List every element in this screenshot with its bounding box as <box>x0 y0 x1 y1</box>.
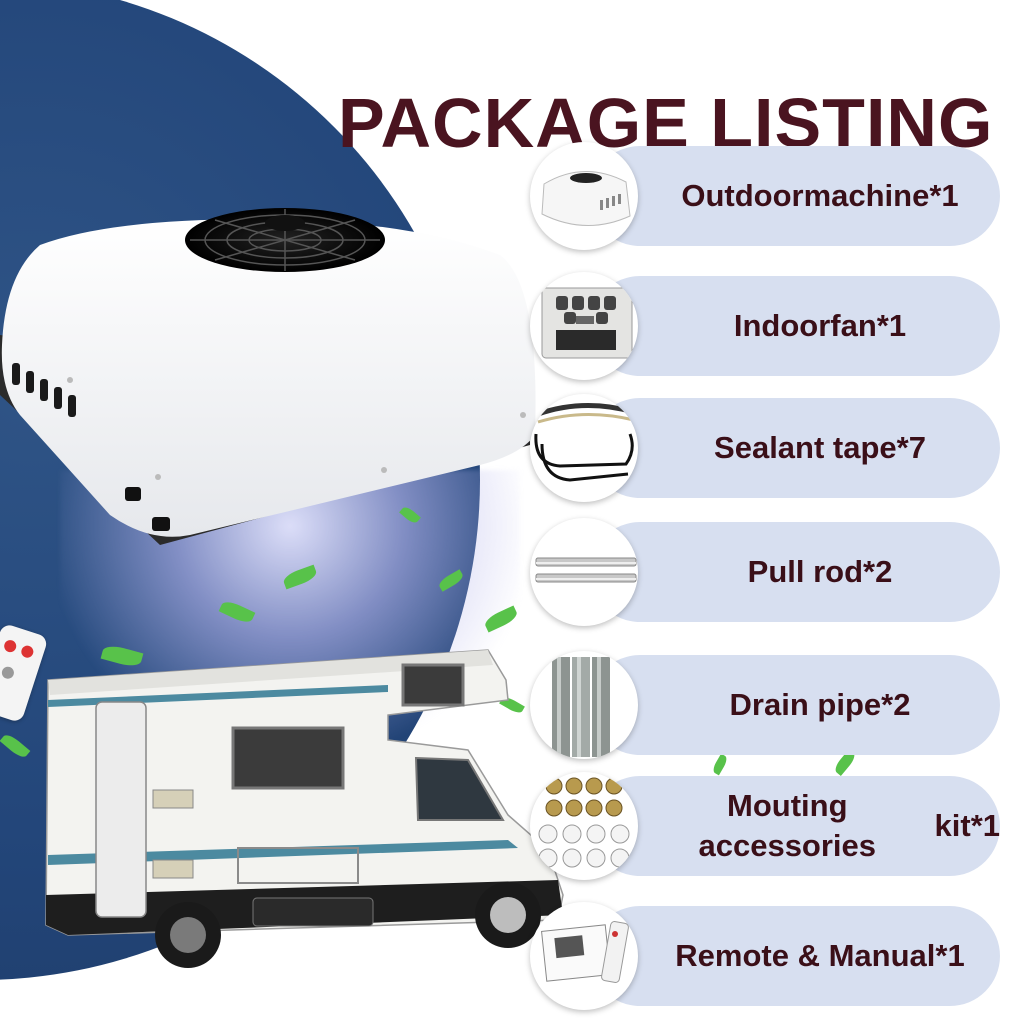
item-pill <box>590 522 1000 622</box>
item-label: Drain pipe*2 <box>729 687 911 722</box>
camper-van-image <box>45 649 564 968</box>
package-item-remote-manual: Remote & Manual*1 <box>530 902 1000 1010</box>
item-label-line-1: Mouting accessories <box>698 788 877 863</box>
item-label: Pull rod*2 <box>747 554 893 589</box>
item-label: Outdoormachine*1 <box>681 178 959 213</box>
item-pill <box>590 906 1000 1006</box>
item-pill <box>590 398 1000 498</box>
pull-rod-icon <box>530 518 638 626</box>
indoor-fan-icon <box>530 272 638 380</box>
item-label: Sealant tape*7 <box>714 430 926 465</box>
item-pill <box>590 655 1000 755</box>
item-label: Remote & Manual*1 <box>675 938 965 973</box>
package-item-drain-pipe: Drain pipe*2 <box>530 651 1000 759</box>
item-label: Indoorfan*1 <box>733 308 907 343</box>
remote-manual-icon <box>530 902 638 1010</box>
package-item-outdoor-machine: Outdoormachine*1 <box>530 142 1000 250</box>
package-item-indoor-fan: Indoorfan*1 <box>530 272 1000 380</box>
leaf-decoration <box>711 753 729 776</box>
package-item-pull-rod: Pull rod*2 <box>530 518 1000 626</box>
item-pill <box>590 146 1000 246</box>
package-item-mounting-kit: Mouting accessories kit*1 <box>530 772 1000 880</box>
mounting-kit-icon <box>530 772 638 880</box>
sealant-tape-icon <box>530 394 638 502</box>
item-pill <box>590 276 1000 376</box>
item-label: Mouting accessories kit*1 <box>640 776 1000 876</box>
item-label-line-2: kit*1 <box>934 808 1000 843</box>
item-pill <box>590 776 1000 876</box>
rooftop-ac-unit-image <box>0 208 536 545</box>
drain-pipe-icon <box>530 651 638 759</box>
package-item-sealant-tape: Sealant tape*7 <box>530 394 1000 502</box>
outdoor-machine-icon <box>530 142 638 250</box>
